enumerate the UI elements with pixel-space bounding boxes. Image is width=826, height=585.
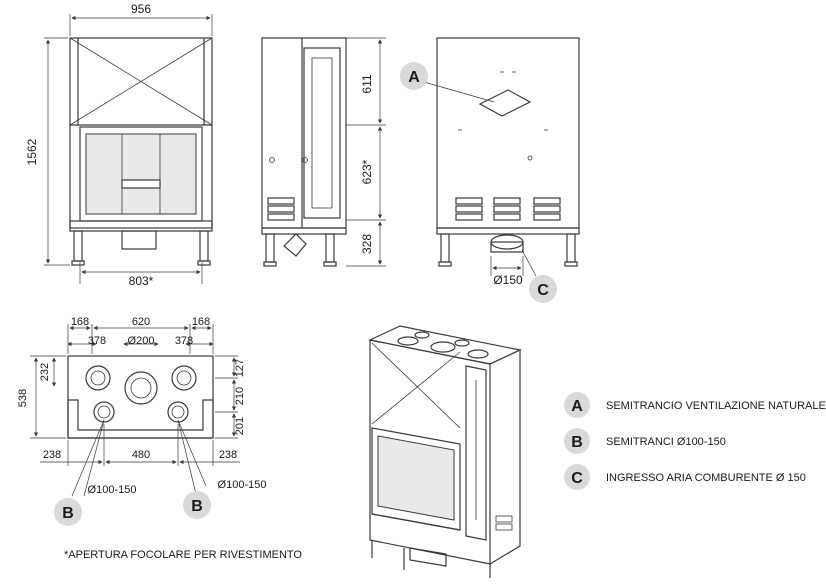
dim-top-210: 210 [234,387,246,405]
dim-top-168-right: 168 [192,316,210,328]
dim-front-width: 956 [131,2,151,16]
dim-top-168-left: 168 [71,316,89,328]
dim-top-232: 232 [39,363,51,381]
legend-text-a: SEMITRANCIO VENTILAZIONE NATURALE [606,400,826,412]
legend-item-a: A SEMITRANCIO VENTILAZIONE NATURALE [564,392,826,418]
callout-b-left-label: B [62,505,74,522]
legend-text-b: SEMITRANCI Ø100-150 [606,436,726,448]
dim-top-480: 480 [132,449,150,461]
dim-top-d100-left: Ø100-150 [88,484,137,496]
legend-item-b: B SEMITRANCI Ø100-150 [564,428,726,454]
dim-top-238-right: 238 [219,449,237,461]
dim-top-127: 127 [234,359,246,377]
dim-top-d200: Ø200 [128,335,155,347]
back-view [423,37,580,277]
dim-front-opening: 803* [129,274,154,288]
top-view [30,324,240,497]
dim-top-538: 538 [17,389,29,407]
legend-letter-b: B [571,434,583,451]
dim-top-d100-right: Ø100-150 [218,479,267,491]
dim-side-bottom: 328 [360,234,374,254]
callout-c-top: C [529,275,557,303]
dim-side-mid: 623* [360,159,374,184]
dim-top-378-right: 378 [175,335,193,347]
dim-top-238-left: 238 [43,449,61,461]
legend-text-c: INGRESSO ARIA COMBURENTE Ø 150 [606,472,806,484]
legend-item-c: C INGRESSO ARIA COMBURENTE Ø 150 [564,464,806,490]
callout-b-left: B [54,498,82,526]
dim-back-diameter: Ø150 [493,273,523,287]
front-view [44,14,213,284]
dim-top-620: 620 [132,316,150,328]
dim-side-top: 611 [360,74,374,93]
legend: A SEMITRANCIO VENTILAZIONE NATURALE B SE… [564,392,826,490]
callout-a-top: A [400,62,428,90]
dim-front-height: 1562 [25,138,39,165]
isometric-view [368,325,522,578]
footnote: *APERTURA FOCOLARE PER RIVESTIMENTO [64,549,302,561]
callout-a-top-label: A [408,69,420,86]
callout-b-right: B [183,491,211,519]
legend-letter-a: A [571,398,583,415]
dim-top-201: 201 [234,417,246,435]
legend-letter-c: C [571,470,583,487]
dim-top-378-left: 378 [88,335,106,347]
callout-b-right-label: B [191,498,203,515]
side-view [261,37,386,267]
callout-c-top-label: C [537,282,549,299]
